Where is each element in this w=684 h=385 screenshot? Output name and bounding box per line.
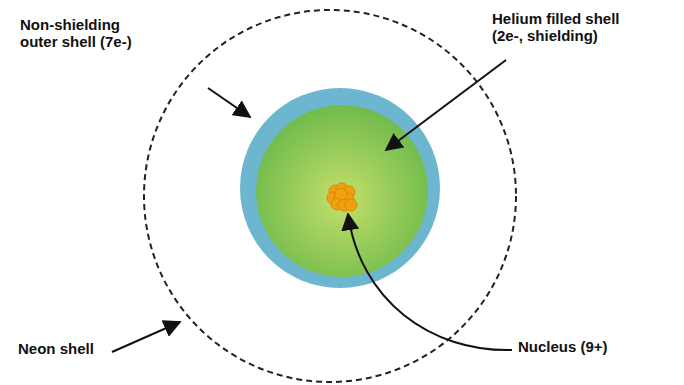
outer-shell-disc bbox=[240, 88, 440, 288]
callout-label: Neon shell bbox=[18, 340, 138, 357]
callout-label: Helium filled shell (2e-, shielding) bbox=[492, 10, 642, 45]
leader-line bbox=[348, 214, 512, 350]
leader-line bbox=[386, 60, 506, 150]
nucleon bbox=[345, 199, 357, 211]
neon-shell-circle bbox=[144, 10, 516, 382]
callout-label: Non-shielding outer shell (7e-) bbox=[20, 16, 155, 51]
leader-line bbox=[112, 322, 180, 352]
leader-line bbox=[208, 88, 250, 117]
helium-shell-disc bbox=[256, 105, 428, 277]
callout-label: Nucleus (9+) bbox=[518, 338, 678, 355]
nucleon bbox=[335, 188, 347, 200]
nucleus-cluster bbox=[327, 183, 357, 211]
